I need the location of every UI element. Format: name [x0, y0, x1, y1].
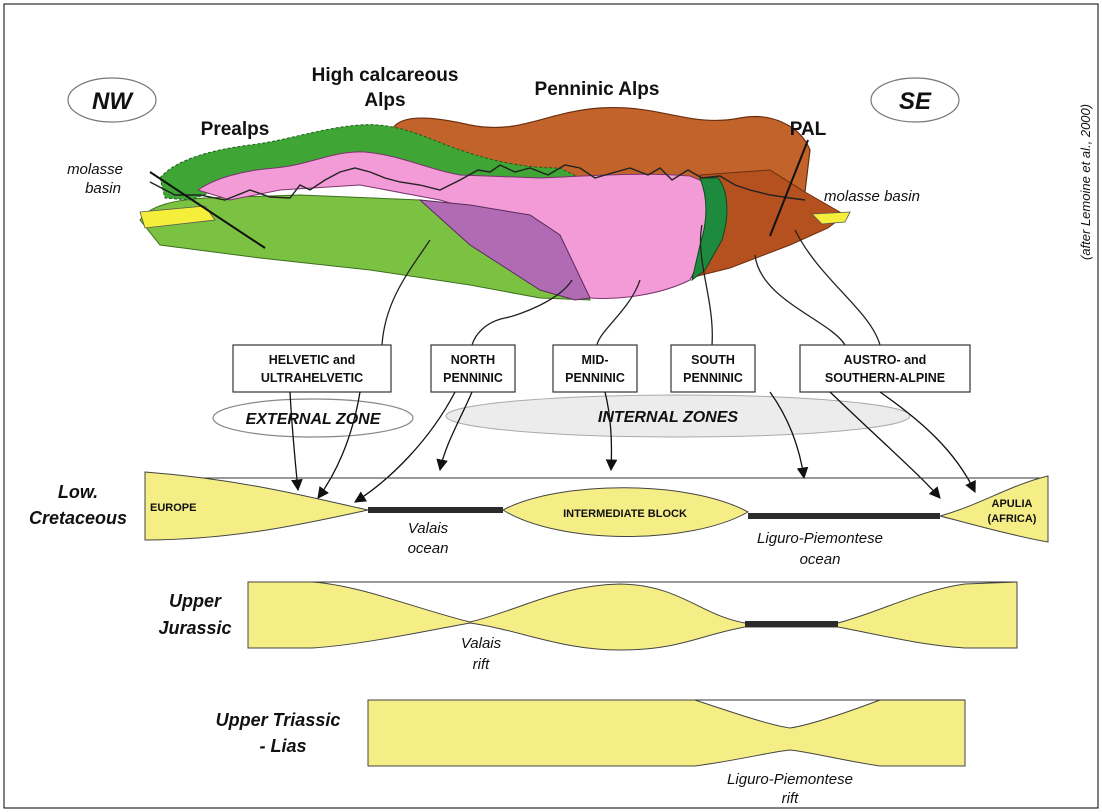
jurassic-crust: [248, 582, 1017, 650]
box-north-penninic-line1: NORTH: [451, 353, 495, 367]
box-helvetic-line1: HELVETIC and: [269, 353, 356, 367]
label-apulia-2: (AFRICA): [988, 513, 1037, 525]
valais-ocean-crust: [368, 507, 503, 513]
low-cretaceous-section: Low. Cretaceous EUROPE INTERMEDIATE BLOC…: [29, 472, 1048, 568]
jurassic-ocean-crust: [745, 621, 838, 627]
label-valais-rift-1: Valais: [461, 635, 502, 652]
stage-upper-triassic-1: Upper Triassic: [216, 710, 341, 730]
label-intermediate-block: INTERMEDIATE BLOCK: [563, 508, 687, 520]
label-penninic-alps: Penninic Alps: [535, 79, 660, 100]
box-south-penninic-line1: SOUTH: [691, 353, 735, 367]
label-liguro-ocean-2: ocean: [800, 551, 841, 568]
internal-zones-label: INTERNAL ZONES: [598, 409, 738, 426]
label-molasse-left-2: basin: [85, 180, 121, 197]
label-valais-ocean-2: ocean: [408, 540, 449, 557]
label-liguro-rift-1: Liguro-Piemontese: [727, 771, 853, 788]
label-high-calcareous-1: High calcareous: [312, 65, 459, 86]
stage-upper-triassic-2: - Lias: [259, 736, 306, 756]
se-label: SE: [899, 88, 932, 115]
box-mid-penninic-line1: MID-: [581, 353, 608, 367]
label-europe: EUROPE: [150, 502, 196, 514]
stage-upper-jurassic-2: Jurassic: [158, 618, 231, 638]
box-north-penninic-line2: PENNINIC: [443, 371, 503, 385]
label-valais-ocean-1: Valais: [408, 520, 449, 537]
box-south-penninic-line2: PENNINIC: [683, 371, 743, 385]
credit-text: (after Lemoine et al., 2000): [1078, 104, 1093, 260]
box-mid-penninic-line2: PENNINIC: [565, 371, 625, 385]
box-helvetic-line2: ULTRAHELVETIC: [261, 371, 363, 385]
domain-boxes: HELVETIC and ULTRAHELVETIC NORTH PENNINI…: [233, 345, 970, 392]
external-zone-label: EXTERNAL ZONE: [246, 411, 382, 428]
triassic-crust: [368, 700, 965, 766]
nw-label: NW: [92, 88, 134, 115]
box-austro-southern-line2: SOUTHERN-ALPINE: [825, 371, 945, 385]
label-prealps: Prealps: [201, 119, 270, 140]
upper-jurassic-section: Upper Jurassic Valais rift: [158, 582, 1017, 673]
box-austro-southern-line1: AUSTRO- and: [844, 353, 927, 367]
label-molasse-right: molasse basin: [824, 188, 920, 205]
label-valais-rift-2: rift: [473, 656, 490, 673]
stage-low-cretaceous-2: Cretaceous: [29, 508, 127, 528]
stage-upper-jurassic-1: Upper: [169, 591, 222, 611]
label-molasse-left-1: molasse: [67, 161, 123, 178]
label-apulia-1: APULIA: [992, 498, 1033, 510]
liguro-ocean-crust: [748, 513, 940, 519]
label-pal: PAL: [790, 119, 827, 140]
label-high-calcareous-2: Alps: [364, 90, 405, 111]
stage-low-cretaceous-1: Low.: [58, 482, 98, 502]
label-liguro-rift-2: rift: [782, 790, 799, 807]
upper-triassic-section: Upper Triassic - Lias Liguro-Piemontese …: [216, 700, 965, 807]
label-liguro-ocean-1: Liguro-Piemontese: [757, 530, 883, 547]
